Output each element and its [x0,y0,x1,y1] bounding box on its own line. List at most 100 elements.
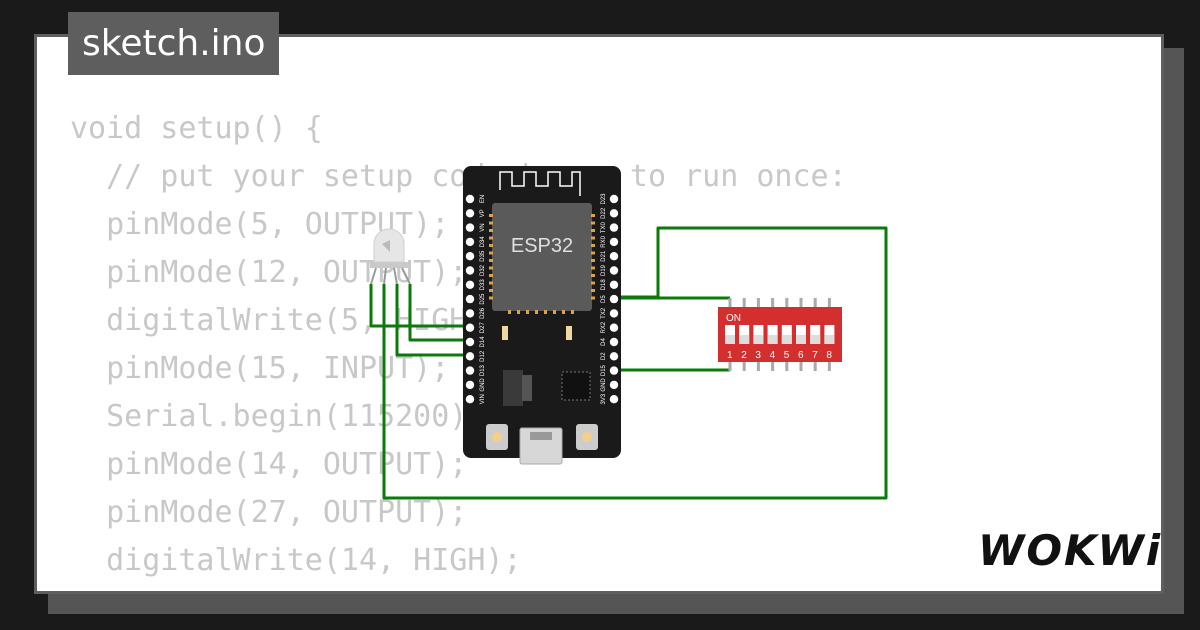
pin-hole[interactable] [465,337,475,347]
dip-toggle-slot[interactable] [781,325,792,344]
chip-pad [489,214,493,217]
dip-pin [771,298,775,308]
code-line: void setup() { [70,111,323,146]
voltage-regulator [503,370,523,406]
pin-hole[interactable] [465,237,475,247]
led-leg [383,267,387,285]
dip-toggle-slot[interactable] [824,325,835,344]
chip-pad [489,289,493,292]
chip-pad [591,266,595,270]
wire-led-green [395,284,472,357]
pin-hole[interactable] [465,194,475,204]
dip-toggle-slot[interactable] [725,325,735,344]
usb-port-slot [530,432,552,440]
rgb-led[interactable] [370,228,411,285]
pin-hole[interactable] [609,252,619,261]
pin-hole[interactable] [609,223,619,232]
pin-hole[interactable] [465,366,475,375]
pin-hole[interactable] [609,266,619,275]
dip-pin [827,298,831,308]
pin-label: D21 [601,250,607,262]
pin-hole[interactable] [609,323,619,332]
chip-pad [489,229,493,232]
dip-toggle-slot[interactable] [767,325,778,344]
pin-hole[interactable] [465,380,475,390]
smd-component [566,326,572,340]
pin-hole[interactable] [465,309,475,318]
pin-hole[interactable] [465,280,475,289]
code-line: pinMode(27, OUTPUT); [70,495,468,530]
dip-pin [728,361,732,371]
dip-number: 1 [727,350,733,361]
pin-hole[interactable] [465,223,475,232]
pin-label: D5 [601,295,607,303]
pin-label: RX0 [601,235,607,247]
pin-label: D34 [480,236,486,248]
chip-pad [591,289,595,292]
led-leg [401,267,411,285]
led-leg [393,267,398,285]
dip-number: 5 [784,350,790,361]
dip-toggle-slot[interactable] [810,325,821,344]
pin-hole[interactable] [465,266,475,275]
pin-hole[interactable] [609,366,619,375]
pin-hole[interactable] [609,337,619,347]
dip-number: 3 [755,350,761,361]
pin-hole[interactable] [609,309,619,318]
dip-number: 4 [770,350,776,361]
pin-label: D4 [601,338,607,346]
pin-hole[interactable] [609,380,619,390]
dip-toggle-slot[interactable] [739,325,750,344]
pin-label: D32 [480,264,486,276]
dip-pin [756,361,760,371]
pin-hole[interactable] [465,209,475,218]
pin-hole[interactable] [465,294,475,304]
dip-toggle-knob [824,335,835,344]
chip-pad [517,310,520,314]
pin-hole[interactable] [609,352,619,361]
dip-toggle-knob [781,335,792,344]
chip-pad [508,310,511,314]
usb-uart-chip [561,371,591,401]
pin-hole[interactable] [609,237,619,247]
esp32-chip [492,203,592,311]
button-cap [492,432,502,442]
chip-pad [544,310,547,314]
chip-pad [591,274,595,277]
pin-hole[interactable] [609,194,619,204]
dip-pin [799,361,803,371]
pin-hole[interactable] [465,252,475,261]
pin-hole[interactable] [465,352,475,361]
chip-pad [535,310,538,314]
dip-toggle-knob [767,335,778,344]
dip-pin [827,361,831,371]
pin-label: D22 [601,207,607,219]
esp32-board[interactable]: ESP32 ENVPVND34D35D32D33D25D26D27D14D12D… [463,166,621,465]
dip-toggle-slot[interactable] [796,325,806,344]
file-tab[interactable]: sketch.ino [68,12,280,75]
pin-hole[interactable] [609,209,619,218]
code-line: Serial.begin(115200); [70,399,486,434]
wire-led-common [382,226,888,500]
pin-hole[interactable] [465,323,475,332]
pin-label: D12 [480,350,486,362]
pin-label: D14 [480,336,486,348]
pin-label: D15 [601,364,607,376]
pin-label: GND [480,378,486,392]
pin-hole[interactable] [609,395,619,404]
dip-pin [742,361,746,371]
pin-label: VP [480,209,486,217]
dip-toggle-slot[interactable] [753,325,764,344]
dip-pin [813,298,817,308]
dip-toggle-knob [725,335,735,344]
pin-label: D27 [480,322,486,334]
pin-hole[interactable] [609,280,619,289]
dip-toggle-knob [810,335,821,344]
pin-hole[interactable] [609,294,619,304]
led-reflector [382,240,390,252]
dip-pin [756,298,760,308]
pin-hole[interactable] [465,395,475,404]
